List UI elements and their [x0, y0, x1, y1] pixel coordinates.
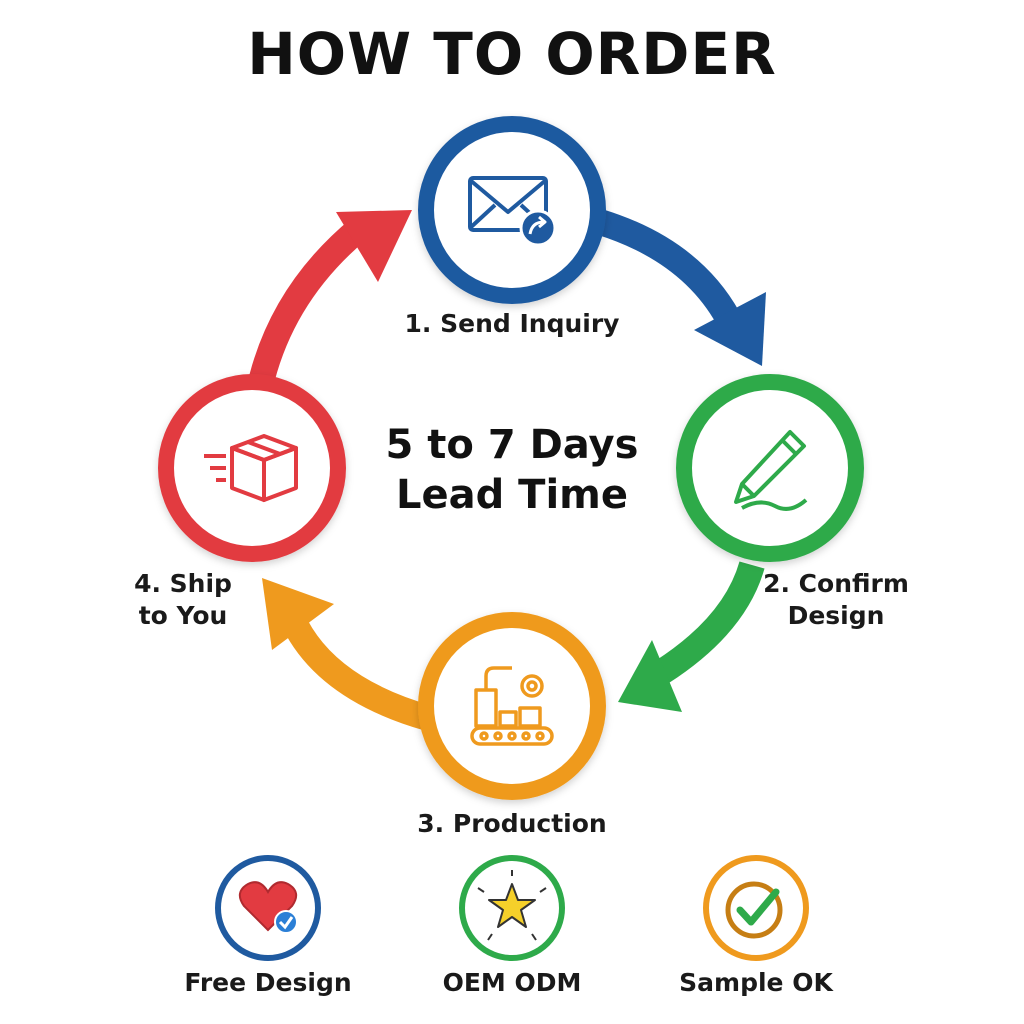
arrow-head-step2-to-step3	[618, 640, 682, 712]
step-4-label-line-2: to You	[138, 601, 228, 630]
arrow-step4-to-step1	[249, 217, 369, 382]
arrow-step1-to-step2	[596, 209, 740, 325]
envelope-send-icon	[468, 176, 557, 247]
lead-time-text: 5 to 7 Days Lead Time	[362, 420, 662, 520]
factory-conveyor-icon	[470, 666, 554, 746]
star-icon	[477, 870, 547, 941]
step-3-label: 3. Production	[417, 809, 607, 838]
step-1-label: 1. Send Inquiry	[404, 309, 620, 338]
page-title: HOW TO ORDER	[247, 20, 777, 88]
shipping-box-icon	[204, 434, 298, 502]
pencil-icon	[734, 430, 808, 511]
step-2-label-line-2: Design	[787, 601, 885, 630]
arrow-head-step4-to-step1	[336, 210, 412, 282]
step-4-label-line-1: 4. Ship	[134, 569, 232, 598]
step-2-label-line-1: 2. Confirm	[763, 569, 909, 598]
step-4-node	[158, 374, 346, 562]
lead-time-line-2: Lead Time	[396, 472, 628, 518]
step-4-label: 4. Ship to You	[118, 568, 248, 632]
feature-free-design	[215, 855, 321, 961]
checkmark-icon	[725, 881, 783, 939]
arrow-head-step3-to-step4	[262, 578, 334, 650]
feature-label-free-design: Free Design	[184, 968, 352, 997]
step-3-node	[418, 612, 606, 800]
lead-time-line-1: 5 to 7 Days	[385, 422, 639, 468]
arrow-head-step1-to-step2	[694, 292, 766, 366]
step-2-label: 2. Confirm Design	[746, 568, 926, 632]
feature-sample-ok	[703, 855, 809, 961]
feature-oem-odm	[459, 855, 565, 961]
heart-check-icon	[238, 881, 298, 934]
step-2-node	[676, 374, 864, 562]
arrow-step2-to-step3	[654, 561, 765, 683]
arrow-step3-to-step4	[284, 619, 432, 731]
feature-label-sample-ok: Sample OK	[679, 968, 833, 997]
feature-label-oem-odm: OEM ODM	[442, 968, 582, 997]
step-1-node	[418, 116, 606, 304]
